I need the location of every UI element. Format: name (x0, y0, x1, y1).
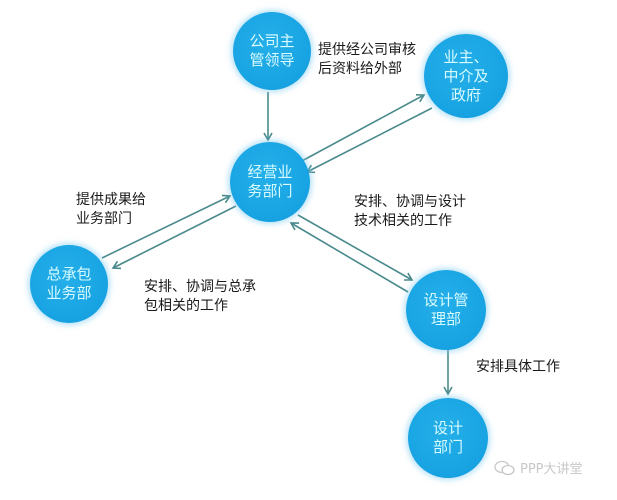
node-epc-business-department: 总承包 业务部 (30, 245, 108, 323)
watermark: PPP大讲堂 (494, 458, 583, 477)
label-business-to-epc: 提供成果给 业务部门 (76, 192, 146, 227)
wechat-icon (494, 460, 515, 475)
node-design-department: 设计 部门 (408, 398, 488, 478)
arrow-owner-to-business (305, 107, 433, 174)
label-epc-coordination: 安排、协调与总承 包相关的工作 (144, 279, 256, 314)
label-business-to-design-mgmt: 安排、协调与设计 技术相关的工作 (354, 194, 466, 229)
label-director-to-business: 提供经公司审核 后资料给外部 (318, 42, 416, 77)
arrow-business-to-owner (299, 94, 426, 163)
node-company-director: 公司主 管领导 (233, 12, 311, 90)
arrow-business-to-epc (111, 205, 237, 270)
node-business-department: 经营业 务部门 (230, 142, 310, 222)
node-owner-agency-government: 业主、 中介及 政府 (424, 34, 508, 118)
arrow-business-to-design-mgmt (297, 214, 414, 281)
node-design-management-department: 设计管 理部 (406, 270, 486, 350)
watermark-text: PPP大讲堂 (520, 462, 583, 477)
arrow-design-mgmt-to-business (289, 222, 409, 293)
label-design-mgmt-to-design: 安排具体工作 (476, 359, 560, 375)
arrow-epc-to-business (101, 194, 232, 259)
